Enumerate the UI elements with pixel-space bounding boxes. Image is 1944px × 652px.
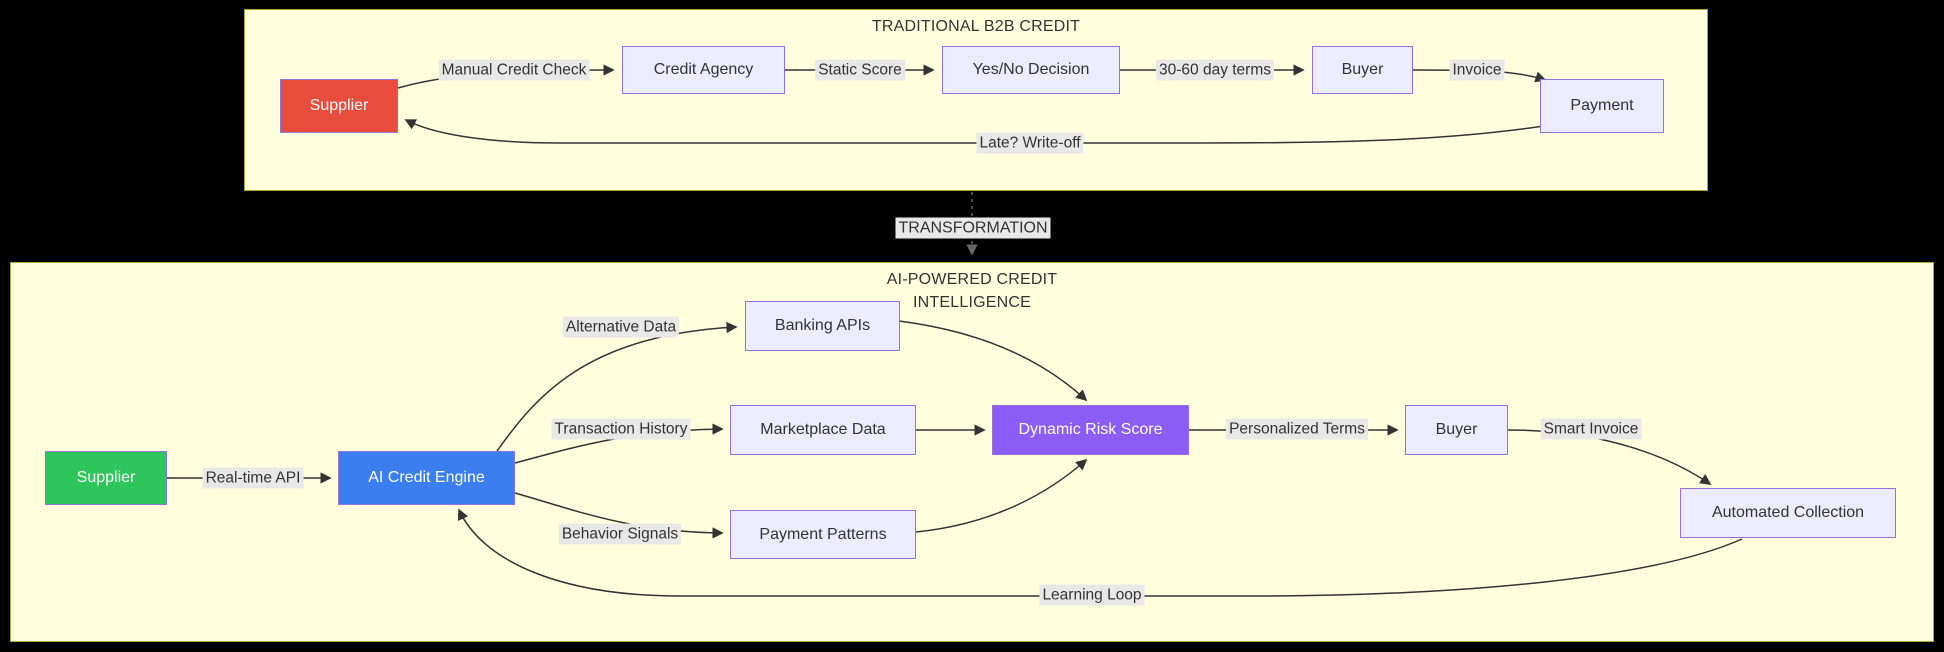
ai-cluster: AI-POWERED CREDIT INTELLIGENCE bbox=[10, 262, 1934, 642]
edge-label-static-score: Static Score bbox=[815, 59, 905, 81]
node-dynamic-risk-score: Dynamic Risk Score bbox=[992, 405, 1189, 455]
transformation-label: TRANSFORMATION bbox=[895, 217, 1051, 239]
node-ai-buyer: Buyer bbox=[1405, 405, 1508, 455]
edge-label-manual-credit-check: Manual Credit Check bbox=[438, 59, 590, 81]
node-ai-credit-engine: AI Credit Engine bbox=[338, 451, 515, 505]
edge-collection-engine-learning bbox=[457, 508, 1743, 597]
edge-label-personalized-terms: Personalized Terms bbox=[1226, 418, 1368, 440]
node-payment: Payment bbox=[1540, 79, 1664, 133]
edge-label-terms: 30-60 day terms bbox=[1156, 59, 1274, 81]
edge-buyer-collection bbox=[1507, 429, 1712, 485]
edge-label-smart-invoice: Smart Invoice bbox=[1540, 418, 1642, 440]
node-payment-patterns: Payment Patterns bbox=[730, 510, 916, 559]
node-traditional-buyer: Buyer bbox=[1312, 46, 1413, 94]
node-automated-collection: Automated Collection bbox=[1680, 488, 1896, 538]
edge-label-transaction-history: Transaction History bbox=[551, 418, 691, 440]
edge-label-writeoff: Late? Write-off bbox=[976, 132, 1084, 154]
edge-label-alternative-data: Alternative Data bbox=[562, 316, 680, 338]
ai-cluster-title: AI-POWERED CREDIT INTELLIGENCE bbox=[11, 268, 1933, 314]
edge-label-invoice: Invoice bbox=[1449, 59, 1505, 81]
ai-cluster-title-line2: INTELLIGENCE bbox=[913, 294, 1031, 311]
node-decision: Yes/No Decision bbox=[942, 46, 1120, 94]
node-marketplace-data: Marketplace Data bbox=[730, 405, 916, 455]
node-traditional-supplier: Supplier bbox=[280, 79, 398, 133]
edge-engine-patterns bbox=[514, 492, 724, 539]
edge-label-behavior-signals: Behavior Signals bbox=[558, 523, 682, 545]
node-credit-agency: Credit Agency bbox=[622, 46, 785, 94]
node-banking-apis: Banking APIs bbox=[745, 301, 900, 351]
ai-cluster-title-line1: AI-POWERED CREDIT bbox=[886, 271, 1058, 288]
edge-engine-banking bbox=[496, 321, 738, 452]
edge-patterns-risk bbox=[915, 458, 1088, 533]
node-ai-supplier: Supplier bbox=[45, 451, 167, 505]
edge-label-realtime-api: Real-time API bbox=[202, 467, 304, 489]
traditional-cluster: TRADITIONAL B2B CREDIT bbox=[244, 9, 1708, 191]
traditional-cluster-title: TRADITIONAL B2B CREDIT bbox=[871, 18, 1081, 35]
edge-banking-risk bbox=[898, 320, 1088, 402]
edge-payment-supplier-writeoff bbox=[404, 119, 1545, 144]
edge-label-learning-loop: Learning Loop bbox=[1039, 584, 1145, 606]
